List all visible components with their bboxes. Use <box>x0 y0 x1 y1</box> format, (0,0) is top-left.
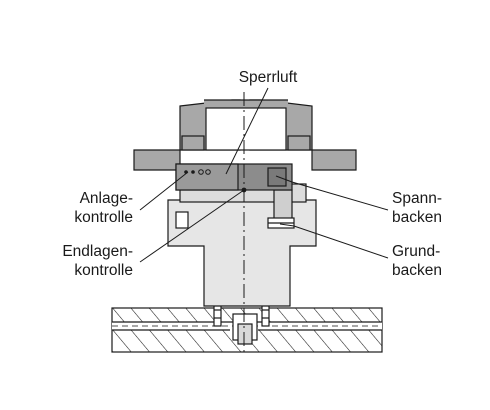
label-spann-line1: Spann- <box>392 190 442 207</box>
fixture-bore <box>205 107 287 151</box>
clamp-jaw-right-block <box>267 167 287 187</box>
label-anlage-line1: Anlage- <box>80 190 133 207</box>
sensor-hole-3 <box>198 169 204 175</box>
workpiece-fixture <box>133 99 357 171</box>
clamp-jaw-left <box>175 163 239 191</box>
leader-spannbacken <box>275 175 389 211</box>
label-grund-line1: Grund- <box>392 243 440 260</box>
chuck-body <box>167 183 317 307</box>
fixture-bridge <box>204 100 288 108</box>
label-endlagen-line1: Endlagen- <box>62 243 133 260</box>
clamp-jaws <box>175 163 293 191</box>
base-jaw-right <box>273 189 293 223</box>
fixture-inner-left <box>181 135 205 151</box>
sensor-hole-4 <box>205 169 211 175</box>
leader-sperrluft <box>225 87 269 175</box>
air-nozzle <box>237 323 253 345</box>
leader-grundbacken <box>279 223 389 259</box>
label-grund-line2: backen <box>392 262 442 279</box>
chuck-left-step <box>175 211 189 229</box>
label-spann-line2: backen <box>392 209 442 226</box>
base-jaws <box>267 189 295 229</box>
leader-anlagekontrolle <box>139 171 189 211</box>
sensor-hole-2 <box>191 170 195 174</box>
chuck-housing <box>167 199 317 307</box>
label-anlage-line2: kontrolle <box>74 209 133 226</box>
leader-endlagenkontrolle <box>139 189 245 263</box>
machine-table <box>111 301 383 353</box>
label-sperrluft: Sperrluft <box>239 69 298 86</box>
fixture-inner-right <box>287 135 311 151</box>
label-endlagen-line2: kontrolle <box>74 262 133 279</box>
